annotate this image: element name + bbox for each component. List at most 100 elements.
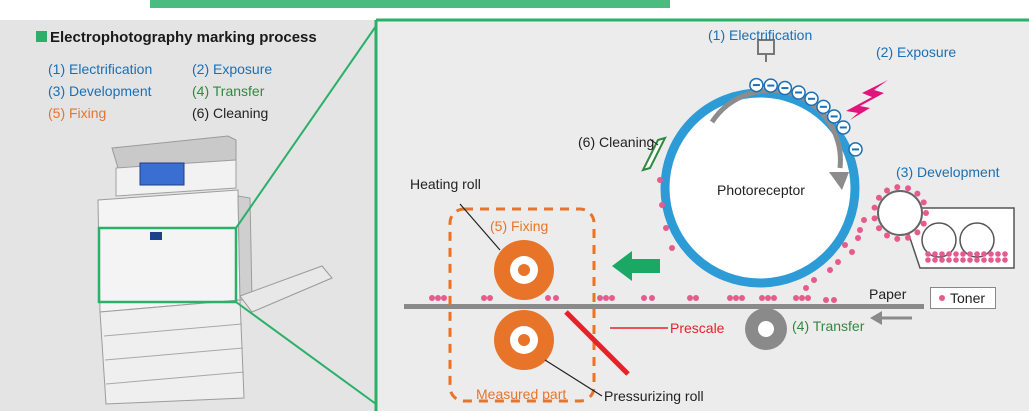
toner-particle	[759, 295, 765, 301]
step-cleaning: (6) Cleaning	[192, 105, 269, 121]
label-paper: Paper	[869, 286, 907, 302]
charge-icon	[848, 142, 863, 157]
toner-particle	[914, 190, 921, 197]
toner-particle	[827, 267, 833, 273]
toner-particle	[871, 215, 878, 222]
toner-particle	[597, 295, 603, 301]
label-exposure: (2) Exposure	[876, 44, 957, 60]
pressurizing-roll-leader	[544, 359, 603, 397]
toner-particle	[659, 202, 665, 208]
toner-particle	[960, 251, 966, 257]
label-transfer: (4) Transfer	[792, 318, 865, 334]
fixing-direction-arrow	[612, 251, 660, 281]
toner-particle	[1002, 257, 1008, 263]
charge-icon	[749, 77, 764, 93]
title-bullet-icon	[36, 31, 47, 42]
tray-toner-particles	[925, 251, 1008, 263]
charge-icon	[804, 91, 819, 107]
zoom-line-top	[235, 25, 377, 229]
toner-particle	[429, 295, 435, 301]
toner-particle	[884, 187, 890, 194]
toner-particle	[487, 295, 493, 301]
toner-particle	[920, 199, 927, 206]
toner-particle	[641, 295, 647, 301]
zoom-frame	[97, 226, 238, 304]
paper-sheet	[404, 304, 924, 309]
toner-particle	[939, 251, 945, 257]
rotation-arrow-head	[829, 172, 849, 190]
toner-legend-dot	[939, 295, 945, 302]
toner-particle	[967, 257, 973, 263]
toner-particle	[545, 295, 551, 301]
label-prescale: Prescale	[670, 320, 725, 336]
toner-particle	[831, 297, 837, 303]
toner-particle	[669, 245, 675, 251]
toner-particle	[861, 217, 867, 223]
toner-particle	[920, 220, 927, 227]
label-fixing: (5) Fixing	[490, 218, 549, 234]
step-fixing: (5) Fixing	[48, 105, 107, 121]
step-electrification: (1) Electrification	[48, 61, 153, 77]
charge-icon	[791, 85, 806, 100]
transfer-roller-core	[758, 321, 774, 337]
drum-charges	[749, 77, 863, 157]
toner-particle	[855, 235, 861, 241]
toner-particle	[946, 251, 952, 257]
toner-particle	[995, 251, 1001, 257]
toner-particle	[932, 251, 938, 257]
toner-particle	[849, 249, 855, 255]
toner-particle	[932, 257, 938, 263]
toner-particle	[905, 234, 912, 241]
development-toner-particles	[871, 184, 929, 242]
cleaning-blade	[641, 136, 667, 172]
charge-icon	[777, 80, 793, 96]
exposure-lightning-icon	[846, 80, 888, 120]
toner-particle	[953, 257, 959, 263]
charge-icon	[816, 99, 831, 115]
printer-illustration	[97, 135, 333, 405]
charge-icon	[826, 109, 842, 124]
label-electrification: (1) Electrification	[708, 27, 813, 43]
toner-particle	[967, 251, 973, 257]
toner-particle	[875, 194, 882, 201]
toner-particle	[981, 251, 987, 257]
toner-particle	[803, 285, 809, 291]
toner-particle	[793, 295, 799, 301]
toner-legend-text: Toner	[950, 290, 986, 306]
toner-particle	[649, 295, 655, 301]
toner-particle	[988, 251, 994, 257]
toner-particle	[857, 227, 863, 233]
label-cleaning: (6) Cleaning	[578, 134, 655, 150]
process-title: Electrophotography marking process	[36, 29, 317, 46]
toner-particle	[974, 257, 980, 263]
toner-particle	[981, 257, 987, 263]
toner-particle	[894, 235, 901, 242]
step-development: (3) Development	[48, 83, 152, 99]
toner-particle	[727, 295, 733, 301]
zoom-line-bottom	[235, 301, 377, 405]
toner-particle	[884, 232, 890, 239]
charge-icon	[836, 120, 851, 135]
toner-particle	[657, 177, 663, 183]
toner-particle	[925, 257, 931, 263]
charge-icon	[763, 78, 779, 93]
toner-particle	[923, 210, 929, 216]
cleaning-leader	[649, 138, 659, 146]
toner-particle	[842, 242, 848, 248]
toner-particle	[953, 251, 959, 257]
label-development: (3) Development	[896, 164, 1000, 180]
toner-particle	[871, 204, 878, 211]
toner-particle	[687, 295, 693, 301]
prescale-film	[564, 310, 630, 376]
toner-particle	[441, 295, 447, 301]
toner-particle	[939, 257, 945, 263]
toner-particle	[765, 295, 771, 301]
toner-particle	[1002, 251, 1008, 257]
heating-roll-leader	[459, 203, 501, 251]
cropped-header-bar	[150, 0, 670, 8]
toner-particle	[693, 295, 699, 301]
toner-particle	[811, 277, 817, 283]
toner-particle	[823, 297, 829, 303]
